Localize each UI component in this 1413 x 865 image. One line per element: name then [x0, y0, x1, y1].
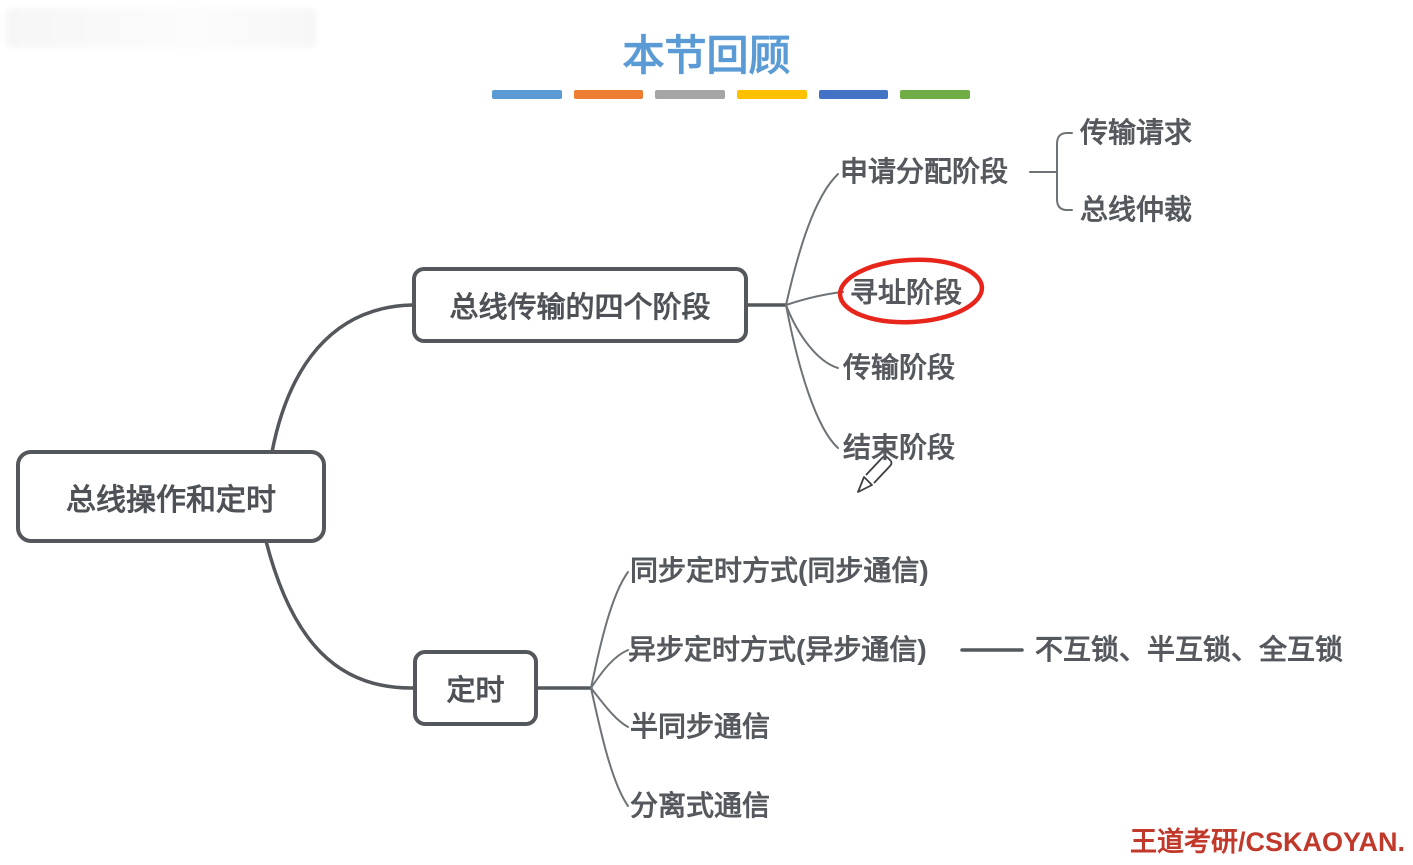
connector-to-semisync — [590, 687, 629, 728]
connector-root-to-phases — [270, 303, 414, 454]
mindmap-label-sync-timing: 同步定时方式(同步通信) — [630, 555, 929, 586]
mindmap-label-addressing-phase: 寻址阶段 — [850, 277, 963, 308]
divider-bar — [737, 90, 807, 99]
divider-bar — [655, 90, 726, 99]
mindmap-label-semi-sync: 半同步通信 — [630, 711, 771, 742]
mindmap-node-bus-transfer-phases: 总线传输的四个阶段 — [412, 267, 748, 343]
connector-to-async — [590, 649, 629, 689]
mindmap-label-apply-allocate-phase: 申请分配阶段 — [840, 156, 1009, 187]
connector-to-end-phase — [785, 304, 839, 449]
connector-to-sync — [590, 571, 629, 689]
page-title: 本节回顾 — [622, 34, 791, 80]
mindmap-node-timing: 定时 — [413, 650, 538, 726]
connector-root-to-timing — [264, 539, 415, 690]
connector-to-transfer-phase — [785, 304, 839, 369]
faint-ghost-marks — [6, 8, 316, 48]
pencil-cursor-icon — [857, 455, 893, 493]
mindmap-label-transfer-request: 传输请求 — [1080, 117, 1193, 148]
divider-bar — [492, 90, 562, 99]
connector-to-split — [590, 687, 629, 807]
mindmap-label-end-phase: 结束阶段 — [843, 432, 956, 463]
mindmap-label-split-transaction: 分离式通信 — [630, 790, 771, 821]
title-divider-bars — [492, 90, 971, 99]
mindmap-label-bus-arbitration: 总线仲裁 — [1080, 194, 1193, 225]
divider-bar — [818, 90, 889, 99]
mindmap-label-transfer-phase: 传输阶段 — [843, 352, 956, 383]
connector-to-addressing-phase — [785, 291, 844, 306]
connector-to-apply-phase — [785, 173, 839, 306]
divider-bar — [573, 90, 644, 99]
watermark: 王道考研/CSKAOYAN. — [1129, 827, 1405, 857]
mindmap-label-async-interlock-types: 不互锁、半互锁、全互锁 — [1035, 634, 1344, 665]
mindmap-root-node: 总线操作和定时 — [16, 450, 326, 543]
red-circle-annotation — [837, 257, 985, 325]
connector-apply-bracket — [1056, 132, 1073, 211]
mindmap-label-async-timing: 异步定时方式(异步通信) — [628, 634, 927, 665]
divider-bar — [900, 90, 971, 99]
